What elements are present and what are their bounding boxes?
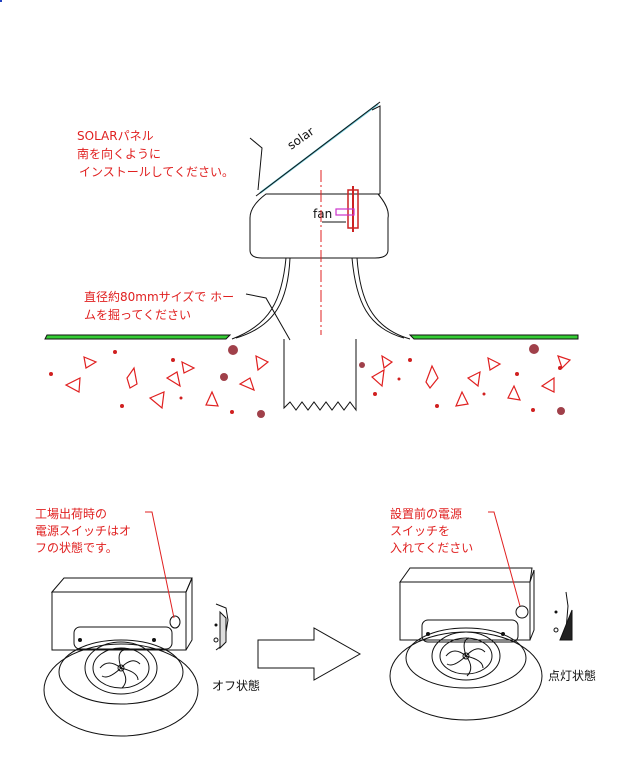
pipe-right-inner xyxy=(351,257,405,339)
hole-note-line-2: ムを掘ってください xyxy=(84,307,191,322)
solar-panel-edge xyxy=(255,101,381,197)
factory-note-line-1: 工場出荷時の xyxy=(35,507,107,521)
installation-cross-section: solar fan xyxy=(44,101,579,418)
hole-note: 直径約80mmサイズで ホー ムを掘ってください xyxy=(84,289,238,322)
solar-note-line-3: インストールしてください。 xyxy=(79,165,234,179)
factory-leader xyxy=(145,511,175,619)
pipe-left-inner xyxy=(235,257,291,339)
factory-note: 工場出荷時の 電源スイッチはオ フの状態です。 xyxy=(35,507,135,555)
lamp-off-view xyxy=(43,511,229,737)
fan-word: fan xyxy=(313,207,332,221)
power-switch-on xyxy=(515,605,529,619)
ground-right xyxy=(408,334,579,340)
fan-marker xyxy=(335,208,355,216)
lamp-on-view xyxy=(389,511,573,721)
off-state-label: オフ状態 xyxy=(212,678,260,693)
solar-panel-stand xyxy=(371,105,381,194)
hole xyxy=(283,339,357,412)
base-disc-off xyxy=(43,643,199,737)
lamp-box-on xyxy=(399,581,531,641)
install-note-line-3: 入れてください xyxy=(390,541,473,555)
install-leader xyxy=(488,511,521,607)
switch-detail-off-icon xyxy=(213,603,229,651)
lamp-box-off xyxy=(51,591,187,651)
install-note-line-2: スイッチを xyxy=(390,524,450,538)
ground-left xyxy=(44,334,232,340)
pipe-right-outer xyxy=(356,257,411,340)
factory-note-line-3: フの状態です。 xyxy=(35,540,118,555)
factory-note-line-2: 電源スイッチはオ xyxy=(35,524,131,538)
fan-swirl-off-icon xyxy=(99,649,141,689)
power-switch-off xyxy=(169,615,181,629)
install-note-line-1: 設置前の電源 xyxy=(390,506,462,521)
soil-right xyxy=(359,344,572,415)
solar-word: solar xyxy=(285,124,317,152)
arrow-right-icon xyxy=(257,627,362,681)
solar-note: SOLARパネル 南を向くように インストールしてください。 xyxy=(77,129,234,179)
fan-swirl-on-icon xyxy=(445,637,486,677)
switch-detail-on-icon xyxy=(553,591,573,641)
hole-note-line-1: 直径約80mmサイズで ホー xyxy=(84,289,234,304)
install-note: 設置前の電源 スイッチを 入れてください xyxy=(390,506,473,555)
solar-note-line-2: 南を向くように xyxy=(77,146,161,161)
pipe-left-outer xyxy=(231,257,287,340)
solar-leader xyxy=(249,137,263,191)
hole-leader xyxy=(245,293,291,341)
on-state-label: 点灯状態 xyxy=(548,668,596,683)
solar-note-line-1: SOLARパネル xyxy=(77,129,154,143)
soil-left xyxy=(49,345,270,418)
lamp-housing xyxy=(249,193,389,259)
corner-marker xyxy=(0,0,2,2)
base-disc-on xyxy=(389,631,543,721)
fan-assembly: fan xyxy=(313,186,359,232)
